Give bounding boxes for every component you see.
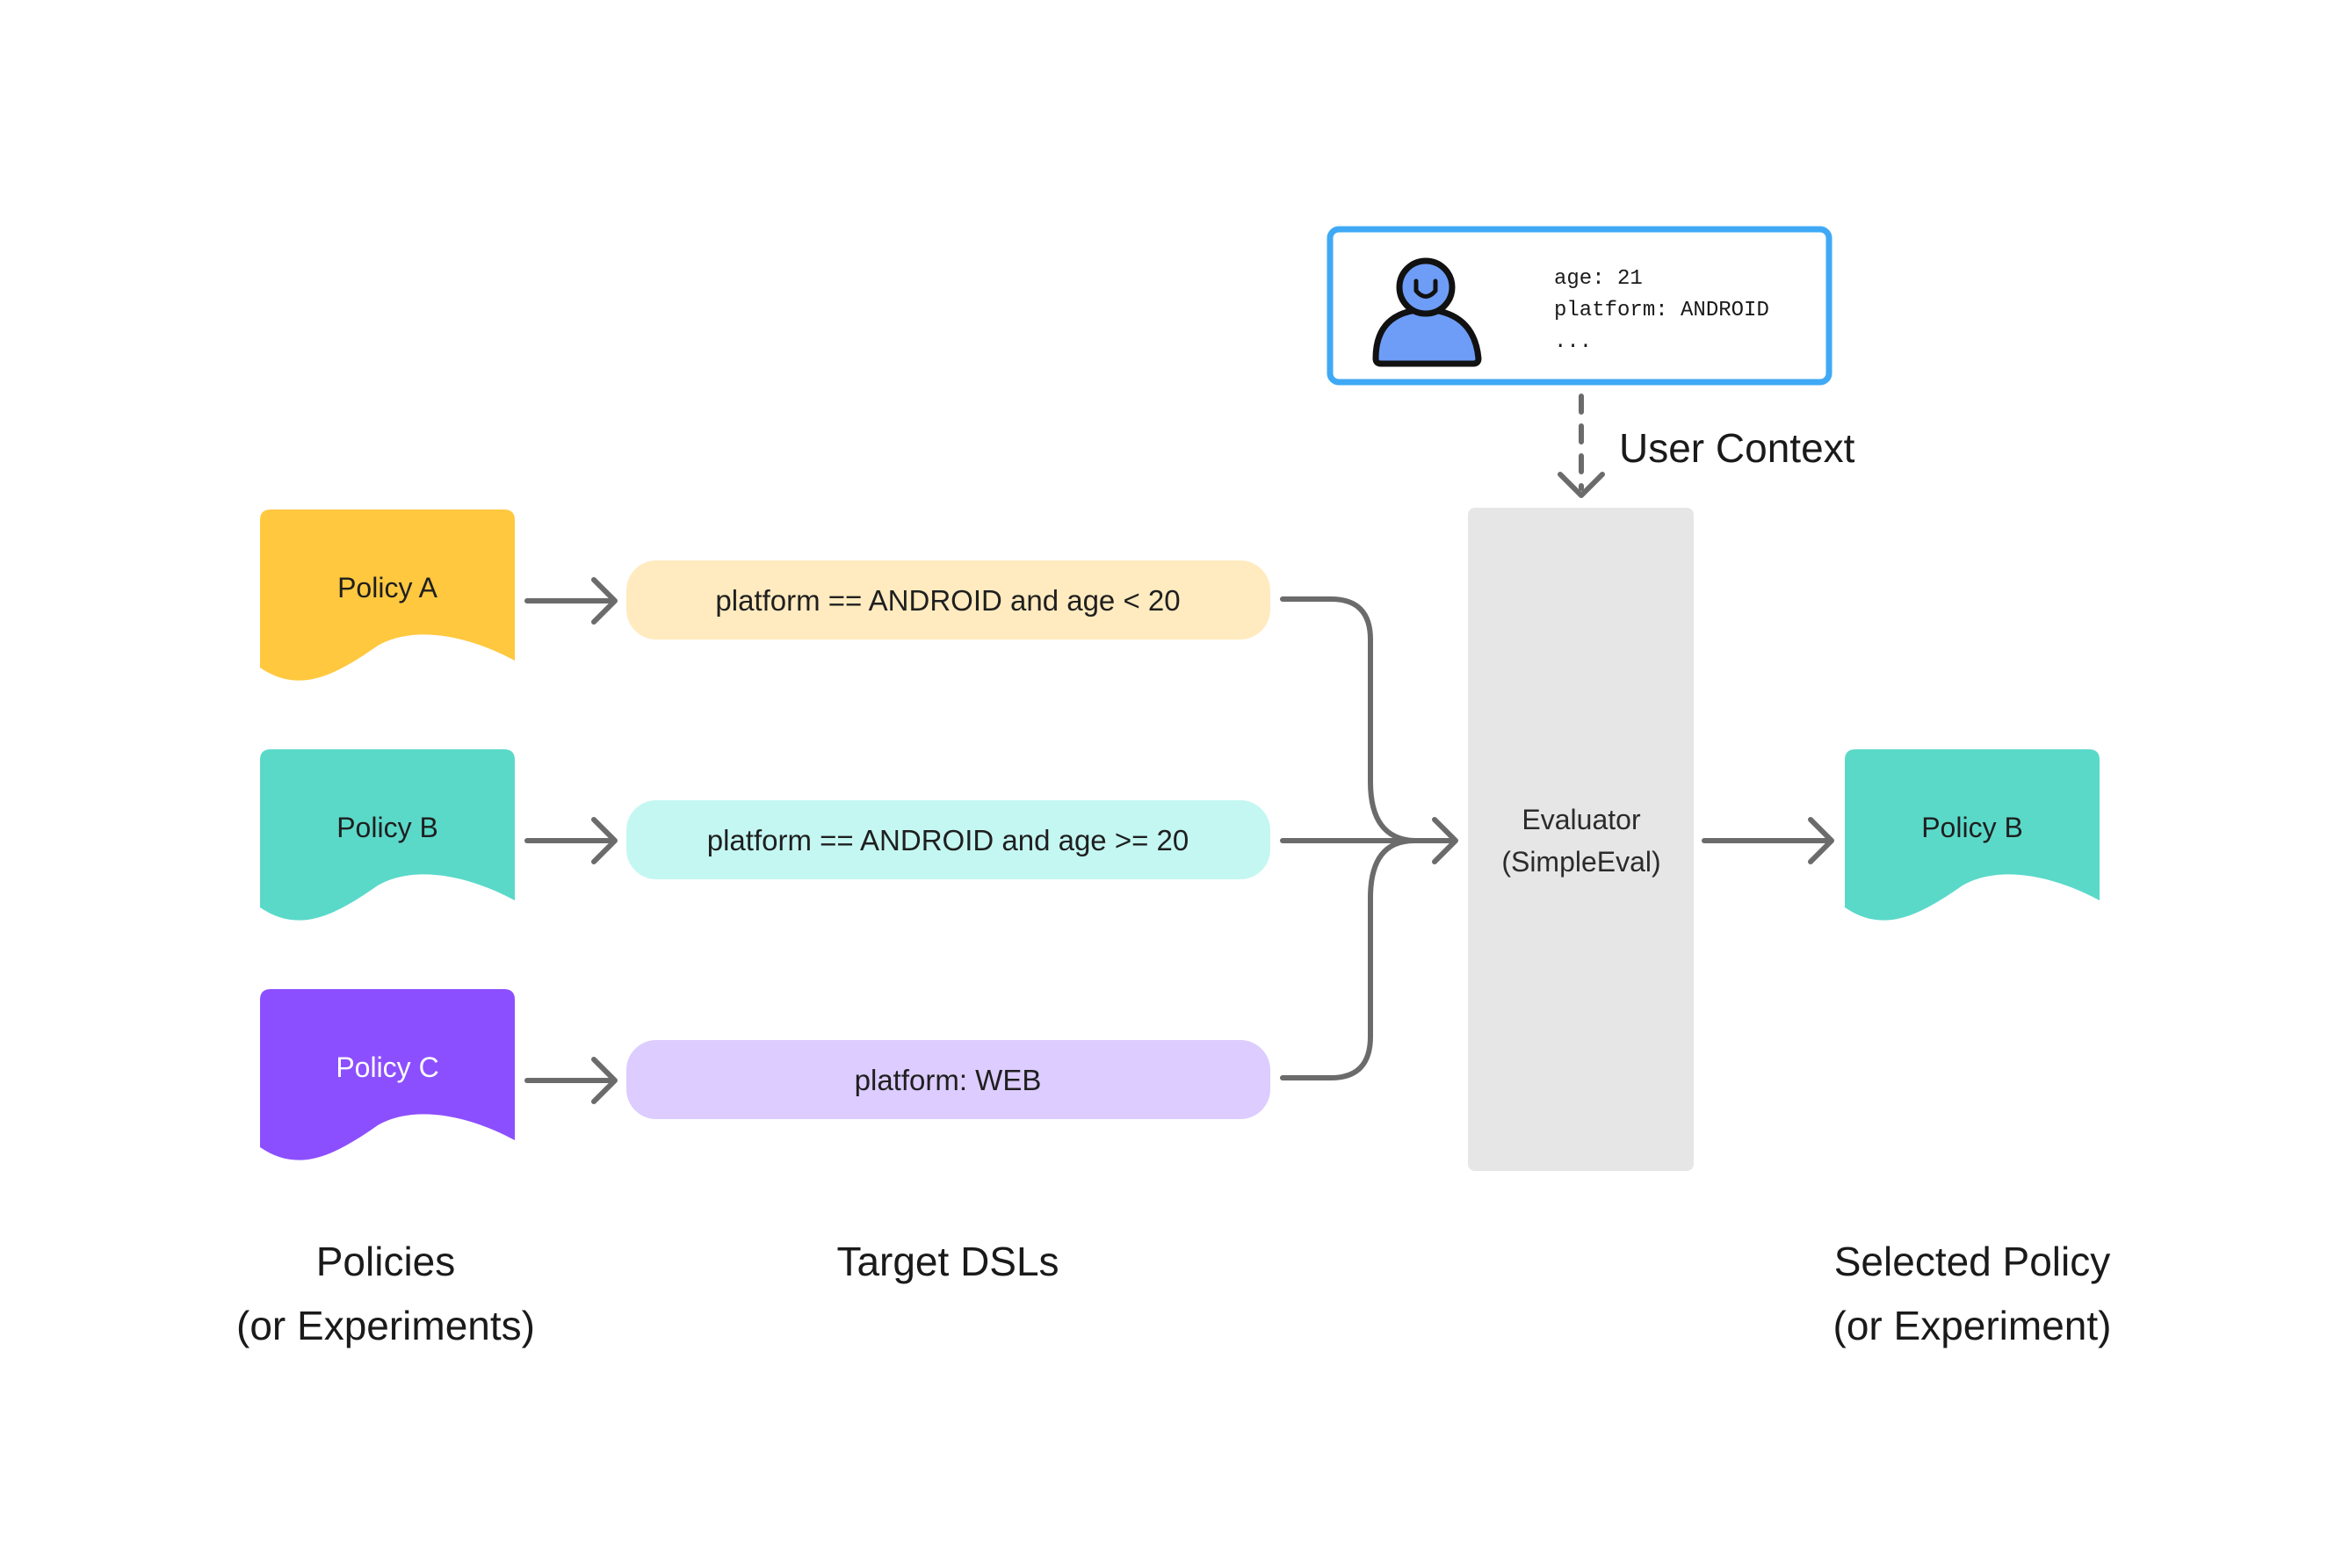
caption-selected-line2: (or Experiment): [1833, 1303, 2112, 1348]
dsl-a-text: platform == ANDROID and age < 20: [715, 584, 1180, 617]
arrow-policy-a: [524, 577, 618, 625]
evaluator-rect: [1468, 508, 1694, 1171]
user-context-arrow: [1558, 394, 1605, 498]
policy-a-shape: [260, 509, 515, 681]
context-line-ellipsis: ...: [1554, 330, 1592, 354]
captions: Policies (or Experiments) Target DSLs Se…: [236, 1239, 2111, 1348]
policy-to-dsl-arrows: [524, 577, 618, 1104]
connector-arrowhead: [1432, 817, 1458, 864]
evaluator-box: Evaluator (SimpleEval): [1468, 508, 1694, 1171]
policy-a-card: Policy A: [260, 509, 515, 681]
dsl-c-text: platform: WEB: [855, 1064, 1042, 1096]
connector-bottom: [1280, 838, 1417, 1080]
dsl-a-pill: [626, 560, 1270, 639]
caption-policies-line1: Policies: [316, 1239, 456, 1284]
selected-policy-label: Policy B: [1921, 812, 2023, 843]
policy-c-shape: [260, 989, 515, 1160]
selected-policy-card: Policy B: [1845, 749, 2100, 921]
arrow-policy-c: [524, 1057, 618, 1104]
policy-b-label: Policy B: [336, 812, 438, 843]
selected-policy-shape: [1845, 749, 2100, 921]
dsl-a: platform == ANDROID and age < 20: [626, 560, 1270, 639]
dsl-b-text: platform == ANDROID and age >= 20: [707, 824, 1189, 856]
policy-a-label: Policy A: [337, 572, 437, 603]
policy-c-card: Policy C: [260, 989, 515, 1160]
user-context-label: User Context: [1619, 425, 1855, 471]
evaluator-subtitle: (SimpleEval): [1501, 846, 1660, 878]
user-icon: [1372, 257, 1482, 367]
user-context-card: age: 21 platform: ANDROID ...: [1327, 226, 1833, 386]
dsl-c: platform: WEB: [626, 1040, 1270, 1119]
evaluator-to-selected-arrow: [1702, 817, 1834, 864]
arrow-policy-b: [524, 817, 618, 864]
policy-b-card: Policy B: [260, 749, 515, 921]
merge-connector: [1280, 596, 1458, 1080]
context-line-platform: platform: ANDROID: [1554, 299, 1769, 322]
dsl-b-pill: [626, 800, 1270, 879]
caption-policies-line2: (or Experiments): [236, 1303, 535, 1348]
policy-c-label: Policy C: [336, 1051, 438, 1083]
caption-target-dsls: Target DSLs: [836, 1239, 1059, 1284]
connector-top: [1280, 596, 1417, 843]
evaluator-title: Evaluator: [1522, 804, 1641, 835]
dsl-b: platform == ANDROID and age >= 20: [626, 800, 1270, 879]
caption-selected-line1: Selected Policy: [1834, 1239, 2111, 1284]
policy-b-shape: [260, 749, 515, 921]
context-line-age: age: 21: [1554, 267, 1643, 291]
dsl-c-pill: [626, 1040, 1270, 1119]
